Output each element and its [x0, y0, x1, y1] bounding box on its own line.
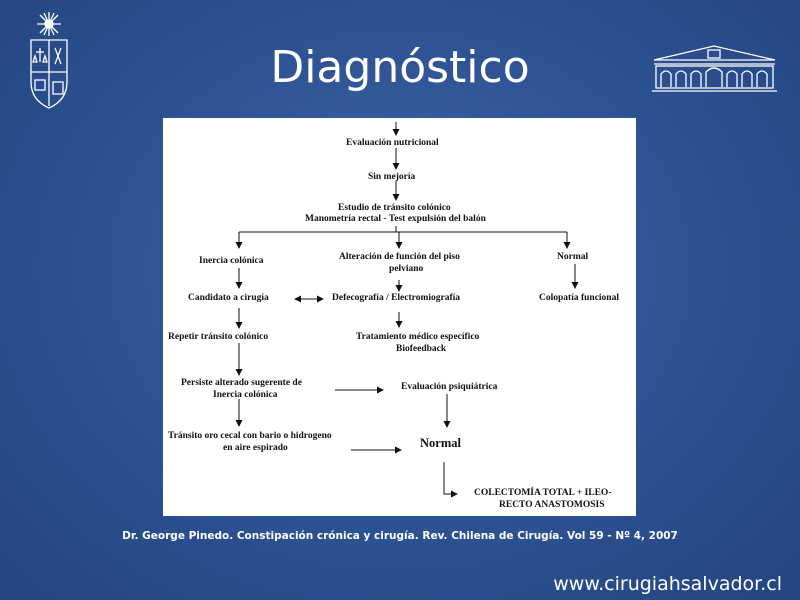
citation-text: Dr. George Pinedo. Constipación crónica … [122, 530, 678, 542]
node-alteracion-line2: pelviano [389, 264, 424, 274]
node-estudio-line1: Estudio de tránsito colónico [338, 203, 451, 213]
node-tratamiento-line1: Tratamiento médico específico [356, 332, 480, 342]
node-persiste-line1: Persiste alterado sugerente de [181, 378, 302, 388]
node-sin-mejoria: Sin mejoría [368, 172, 416, 182]
node-normal-center: Normal [420, 436, 461, 450]
flowchart-connectors [235, 122, 579, 498]
node-transito-line1: Tránsito oro cecal con bario o hidrogeno [168, 431, 332, 441]
website-url: www.cirugiahsalvador.cl [553, 573, 782, 595]
node-evaluacion: Evaluación nutricional [346, 138, 439, 148]
node-tratamiento-line2: Biofeedback [396, 344, 447, 354]
flowchart-figure: Evaluación nutricional Sin mejoría Estud… [163, 118, 636, 516]
node-normal-right: Normal [557, 252, 589, 262]
node-colectomia-line2: RECTO ANASTOMOSIS [499, 500, 605, 510]
node-alteracion-line1: Alteración de función del piso [339, 252, 460, 262]
node-transito-line2: en aire espirado [223, 443, 288, 453]
arrow-normal-to-colectomia [443, 462, 458, 498]
node-repetir: Repetir tránsito colónico [168, 332, 269, 342]
node-colectomia-line1: COLECTOMÍA TOTAL + ILEO- [474, 488, 612, 498]
university-crest-logo [30, 12, 68, 109]
node-estudio-line2: Manometría rectal - Test expulsión del b… [305, 214, 486, 224]
node-candidato: Candidato a cirugía [188, 293, 269, 303]
node-colopatia: Colopatía funcional [539, 293, 619, 303]
node-persiste-line2: Inercia colónica [213, 390, 278, 400]
slide-title: Diagnóstico [270, 42, 530, 93]
hospital-building-logo [652, 45, 777, 92]
node-defecografia: Defecografía / Electromiografía [332, 293, 461, 303]
node-inercia: Inercia colónica [199, 256, 264, 266]
node-evaluacion-psiq: Evaluación psiquiátrica [401, 382, 498, 392]
